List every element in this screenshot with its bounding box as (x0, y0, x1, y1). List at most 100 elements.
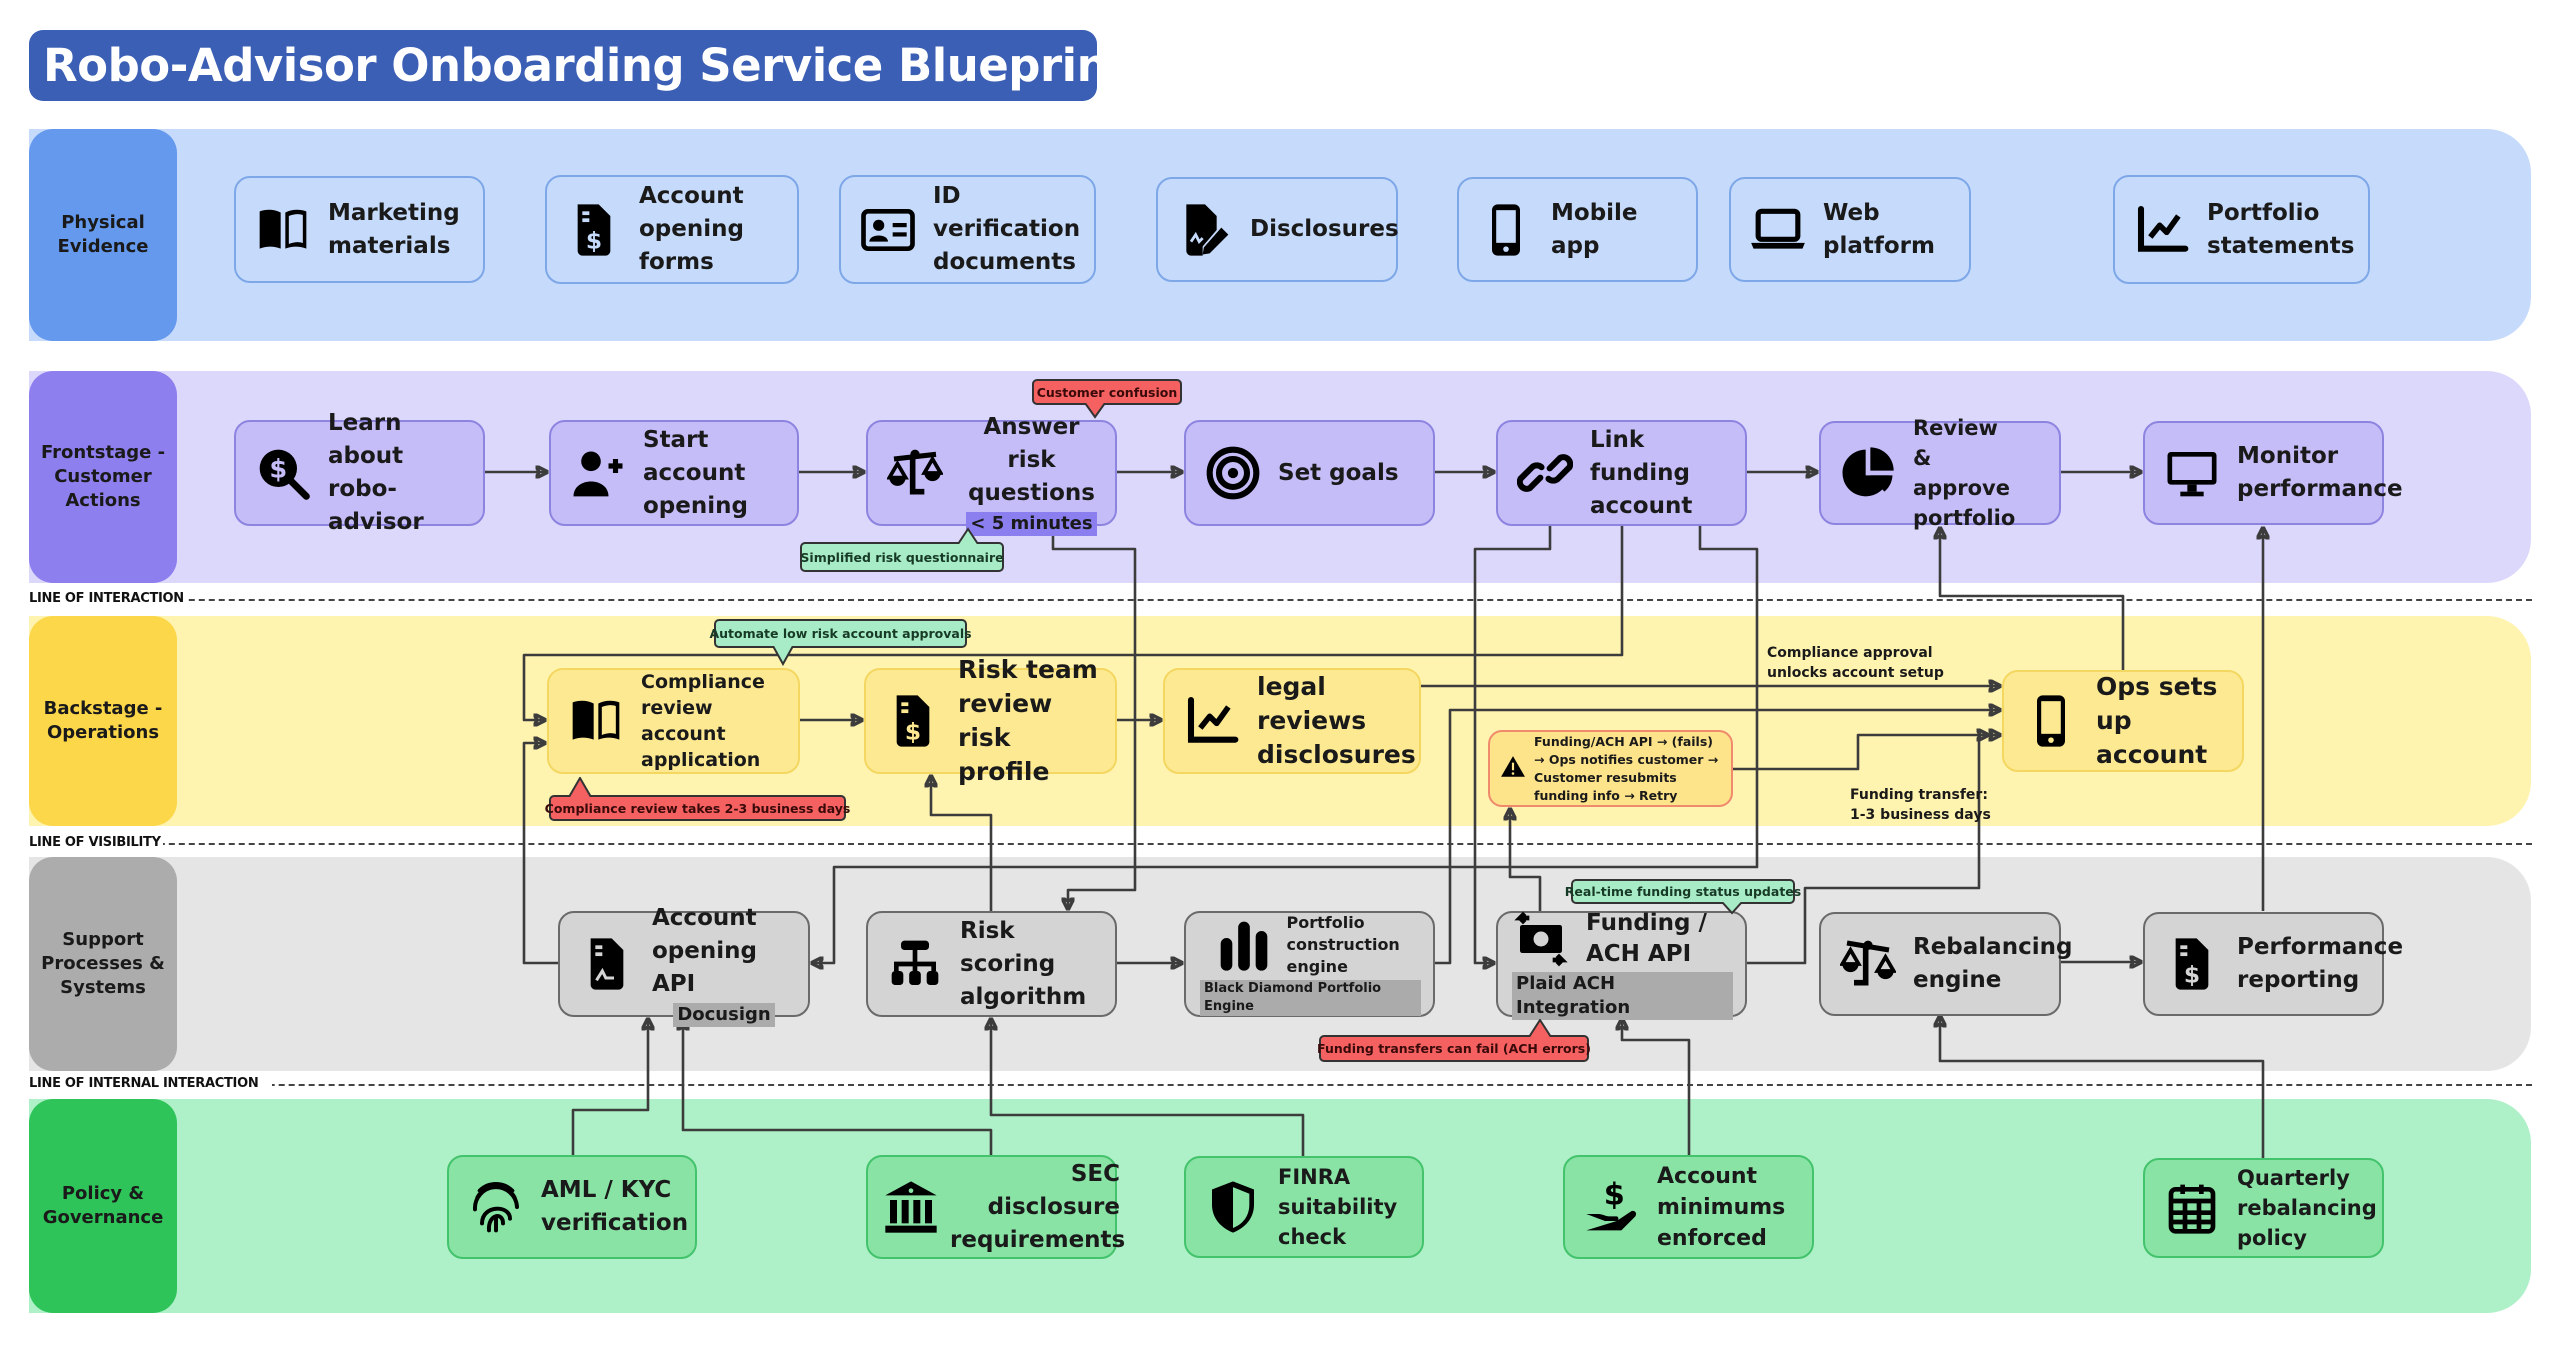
card-label: Account opening API (652, 904, 757, 997)
mobile-icon (2022, 692, 2080, 750)
file-invoice-dollar-icon: $ (2163, 935, 2221, 993)
vendor-badge: Docusign (673, 1002, 775, 1027)
card-label: Monitor performance (2237, 443, 2403, 502)
policy-aml-kyc-verification[interactable]: AML / KYC verification (447, 1155, 697, 1259)
policy-quarterly-rebalancing[interactable]: Quarterly rebalancing policy (2143, 1158, 2384, 1258)
policy-sec-disclosure-requirements[interactable]: SEC disclosure requirements (866, 1155, 1125, 1259)
fingerprint-icon (467, 1178, 525, 1236)
card-label: Review & approve portfolio (1913, 416, 2016, 530)
pain-point-compliance-delay: Compliance review takes 2-3 business day… (545, 795, 850, 821)
line-of-visibility (29, 843, 2532, 845)
chart-line-icon (2133, 201, 2191, 259)
card-label: Risk team review risk profile (958, 655, 1098, 786)
line-of-internal-interaction-label: LINE OF INTERNAL INTERACTION (29, 1077, 273, 1091)
card-label: AML / KYC verification (541, 1177, 689, 1236)
svg-text:$: $ (2184, 961, 2200, 989)
card-label: Account minimums enforced (1657, 1163, 1786, 1251)
action-answer-risk-questions[interactable]: Answer risk questions < 5 minutes (866, 414, 1117, 536)
line-of-visibility-label: LINE OF VISIBILITY (29, 835, 163, 850)
sitemap-icon (886, 935, 944, 993)
lane-header-physical: Physical Evidence (29, 129, 177, 341)
evidence-id-verification-documents[interactable]: ID verification documents (839, 175, 1096, 284)
evidence-marketing-materials[interactable]: Marketing materials (234, 176, 485, 283)
action-start-account-opening[interactable]: Start account opening (549, 420, 799, 526)
user-plus-icon (569, 444, 627, 502)
opportunity-automate-approvals: Automate low risk account approvals (709, 619, 972, 648)
link-icon (1516, 444, 1574, 502)
opportunity-realtime-funding-status: Real-time funding status updates (1565, 879, 1801, 904)
note-funding-transfer: Funding transfer: 1-3 business days (1850, 785, 1991, 825)
evidence-portfolio-statements[interactable]: Portfolio statements (2113, 175, 2370, 284)
balance-scale-icon (1839, 935, 1897, 993)
lane-header-policy: Policy & Governance (29, 1099, 177, 1313)
warning-triangle-icon (1500, 754, 1526, 784)
system-risk-scoring-algorithm[interactable]: Risk scoring algorithm (866, 911, 1117, 1017)
note-compliance-approval: Compliance approval unlocks account setu… (1767, 643, 1944, 683)
mobile-icon (1477, 201, 1535, 259)
action-monitor-performance[interactable]: Monitor performance (2143, 421, 2403, 525)
callout-pointer (1528, 1019, 1552, 1037)
ops-sets-up-account[interactable]: Ops sets up account (2002, 670, 2244, 772)
policy-finra-suitability-check[interactable]: FINRA suitability check (1184, 1156, 1424, 1258)
landmark-icon (882, 1178, 940, 1236)
card-label: Learn about robo-advisor (328, 410, 424, 535)
evidence-account-opening-forms[interactable]: $ Account opening forms (545, 175, 799, 284)
vendor-badge: Plaid ACH Integration (1512, 972, 1733, 1020)
desktop-icon (2163, 444, 2221, 502)
ops-compliance-review[interactable]: Compliance review account application (547, 668, 800, 774)
card-label: legal reviews disclosures (1257, 672, 1416, 769)
ops-legal-reviews-disclosures[interactable]: legal reviews disclosures (1163, 668, 1421, 774)
evidence-mobile-app[interactable]: Mobile app (1457, 177, 1698, 282)
chart-line-icon (1183, 692, 1241, 750)
search-dollar-icon: $ (254, 444, 312, 502)
card-label: Performance reporting (2237, 934, 2404, 993)
line-of-interaction (29, 599, 2532, 601)
svg-text:$: $ (1604, 1179, 1625, 1213)
card-label: ID verification documents (933, 183, 1081, 275)
note-line: Funding transfer: (1850, 787, 1988, 803)
card-label: Start account opening (643, 426, 748, 519)
chart-bar-icon (1215, 916, 1273, 974)
action-review-approve-portfolio[interactable]: Review & approve portfolio (1819, 416, 2061, 530)
system-performance-reporting[interactable]: $ Performance reporting (2143, 912, 2404, 1016)
card-label: Portfolio construction engine (1286, 913, 1400, 976)
svg-text:$: $ (905, 718, 921, 746)
pain-point-customer-confusion: Customer confusion (1032, 379, 1182, 405)
policy-account-minimums-enforced[interactable]: $ Account minimums enforced (1563, 1155, 1814, 1259)
chart-pie-icon (1839, 444, 1897, 502)
system-portfolio-construction-engine[interactable]: Portfolio construction engine Black Diam… (1184, 911, 1435, 1017)
callout-pointer (1721, 902, 1743, 915)
evidence-web-platform[interactable]: Web platform (1729, 177, 1971, 282)
vendor-badge: Black Diamond Portfolio Engine (1200, 980, 1421, 1016)
action-set-goals[interactable]: Set goals (1184, 420, 1435, 526)
line-of-interaction-label: LINE OF INTERACTION (29, 591, 186, 606)
action-link-funding-account[interactable]: Link funding account (1496, 420, 1747, 526)
system-funding-ach-api[interactable]: Funding / ACH API Plaid ACH Integration (1496, 910, 1747, 1020)
bullseye-icon (1204, 444, 1262, 502)
card-label: Marketing materials (328, 199, 460, 259)
system-account-opening-api[interactable]: Account opening API Docusign (558, 905, 810, 1027)
funding-failure-recovery-note: Funding/ACH API → (fails) → Ops notifies… (1488, 730, 1733, 807)
action-learn-about-robo-advisor[interactable]: $ Learn about robo-advisor (234, 410, 485, 535)
callout-pointer (772, 646, 794, 666)
laptop-icon (1749, 201, 1807, 259)
card-label: Compliance review account application (641, 671, 765, 771)
system-rebalancing-engine[interactable]: Rebalancing engine (1819, 912, 2073, 1016)
card-label: Rebalancing engine (1913, 934, 2073, 993)
book-open-icon (567, 692, 625, 750)
ops-risk-team-review[interactable]: $ Risk team review risk profile (864, 655, 1117, 786)
duration-badge: < 5 minutes (966, 511, 1097, 536)
lane-header-backstage: Backstage - Operations (29, 616, 177, 826)
card-label: Quarterly rebalancing policy (2237, 1166, 2377, 1250)
money-transfer-icon (1512, 910, 1570, 968)
balance-scale-icon (886, 444, 944, 502)
id-card-icon (859, 201, 917, 259)
lane-header-frontstage: Frontstage - Customer Actions (29, 371, 177, 583)
callout-pointer (568, 777, 592, 797)
card-label: Link funding account (1590, 426, 1693, 519)
card-label: Mobile app (1551, 199, 1638, 259)
evidence-disclosures[interactable]: Disclosures (1156, 177, 1399, 282)
card-label: Funding / ACH API (1586, 910, 1707, 967)
card-label: Account opening forms (639, 183, 744, 275)
pain-point-funding-failures: Funding transfers can fail (ACH errors) (1317, 1035, 1591, 1062)
